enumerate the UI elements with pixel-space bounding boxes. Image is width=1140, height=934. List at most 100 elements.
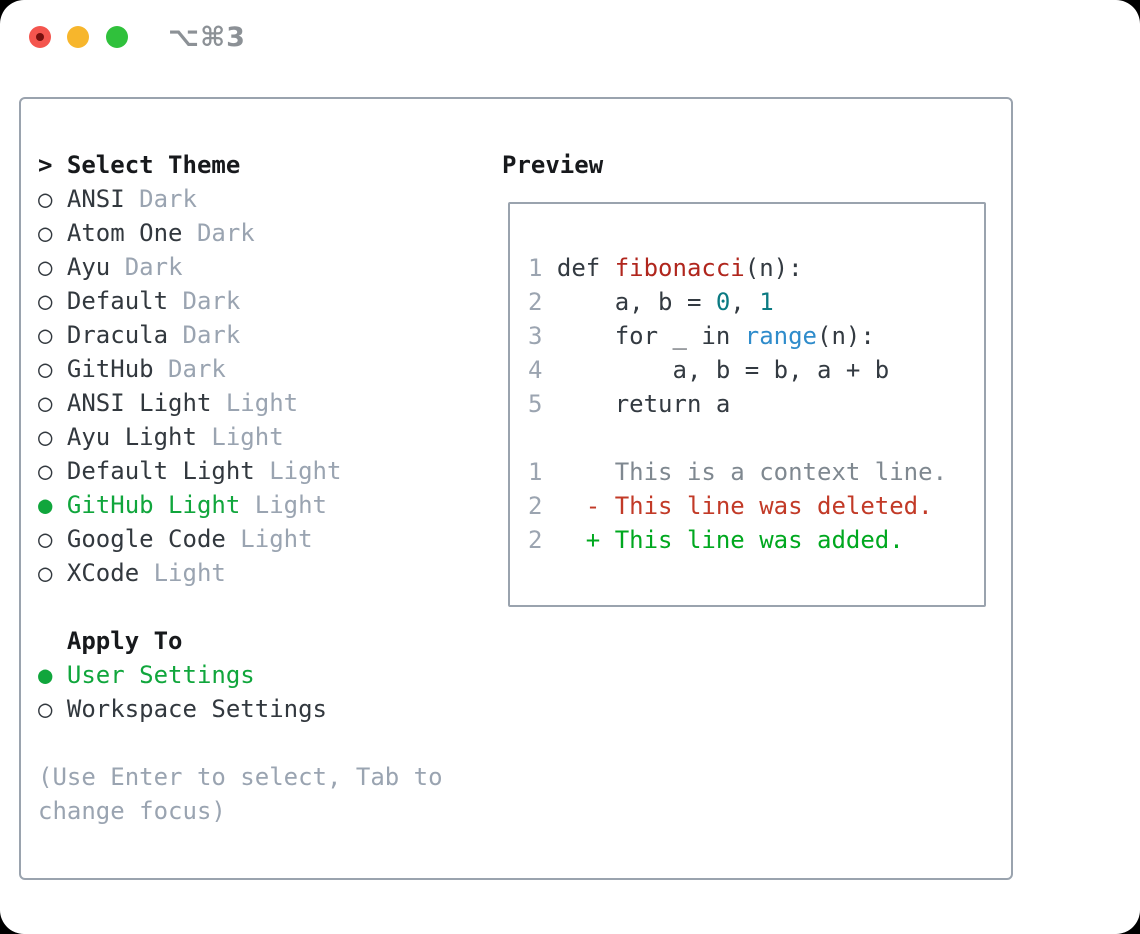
theme-list-item[interactable]: ○ Default Light Light: [38, 454, 443, 488]
code-segment-deleted: - This line was deleted.: [542, 492, 933, 520]
theme-list-item[interactable]: ○ Ayu Light Light: [38, 420, 443, 454]
theme-list-item[interactable]: ○ Default Dark: [38, 284, 443, 318]
theme-list: ○ ANSI Dark○ Atom One Dark○ Ayu Dark○ De…: [38, 182, 443, 590]
theme-variant-label: Light: [211, 389, 299, 417]
radio-circle-icon: ●: [38, 491, 67, 519]
theme-name: Google Code: [66, 525, 226, 553]
code-segment-plain: return a: [542, 390, 731, 418]
radio-circle-icon: ○: [38, 287, 67, 315]
theme-list-item[interactable]: ○ ANSI Light Light: [38, 386, 443, 420]
code-segment-plain: a, b =: [542, 288, 716, 316]
spacer: [38, 590, 443, 624]
theme-list-item[interactable]: ● GitHub Light Light: [38, 488, 443, 522]
hint-text: (Use Enter to select, Tab to change focu…: [38, 760, 443, 828]
line-number: 5: [528, 390, 543, 418]
theme-variant-label: Light: [254, 457, 342, 485]
theme-name: Ayu Light: [66, 423, 197, 451]
theme-variant-label: Light: [139, 559, 226, 587]
apply-option[interactable]: ○ Workspace Settings: [38, 692, 443, 726]
theme-list-item[interactable]: ○ Ayu Dark: [38, 250, 443, 284]
hint-line-2: change focus): [38, 797, 226, 825]
theme-list-item[interactable]: ○ XCode Light: [38, 556, 443, 590]
preview-header: Preview: [502, 151, 604, 179]
theme-variant-label: Dark: [153, 355, 226, 383]
code-segment-plain: a, b = b, a + b: [542, 356, 890, 384]
theme-variant-label: Dark: [168, 321, 241, 349]
preview-line: 2 a, b = 0, 1: [528, 285, 984, 319]
theme-list-item[interactable]: ○ Google Code Light: [38, 522, 443, 556]
code-segment-plain: def: [542, 254, 615, 282]
zoom-button[interactable]: [106, 26, 128, 48]
code-segment-number: 1: [759, 288, 774, 316]
select-theme-label: Select Theme: [66, 151, 241, 179]
code-segment-function: fibonacci: [614, 254, 745, 282]
theme-variant-label: Light: [225, 525, 313, 553]
window-title: ⌥⌘3: [168, 22, 246, 53]
preview-line: 2 - This line was deleted.: [528, 489, 984, 523]
radio-circle-icon: ○: [38, 321, 67, 349]
line-number: 1: [528, 254, 543, 282]
theme-variant-label: Dark: [110, 253, 183, 281]
radio-circle-icon: ●: [38, 661, 67, 689]
radio-circle-icon: ○: [38, 457, 67, 485]
radio-circle-icon: ○: [38, 185, 67, 213]
radio-circle-icon: ○: [38, 219, 67, 247]
theme-name: GitHub Light: [66, 491, 241, 519]
code-segment-plain: ,: [730, 288, 760, 316]
radio-circle-icon: ○: [38, 525, 67, 553]
radio-circle-icon: ○: [38, 355, 67, 383]
radio-circle-icon: ○: [38, 389, 67, 417]
line-number: 2: [528, 288, 543, 316]
code-segment-plain: for _ in: [542, 322, 745, 350]
radio-circle-icon: ○: [38, 559, 67, 587]
apply-options: ● User Settings○ Workspace Settings: [38, 658, 443, 726]
select-theme-header: > Select Theme: [38, 148, 443, 182]
theme-list-item[interactable]: ○ ANSI Dark: [38, 182, 443, 216]
code-segment-plain: (n):: [744, 254, 803, 282]
code-segment-plain: (n):: [817, 322, 875, 350]
theme-list-item[interactable]: ○ GitHub Dark: [38, 352, 443, 386]
theme-name: GitHub: [66, 355, 154, 383]
radio-circle-icon: ○: [38, 423, 67, 451]
line-number: 2: [528, 526, 543, 554]
theme-list-item[interactable]: ○ Atom One Dark: [38, 216, 443, 250]
preview-line: 1 def fibonacci(n):: [528, 251, 984, 285]
line-number: 4: [528, 356, 543, 384]
theme-variant-label: Dark: [182, 219, 255, 247]
code-segment-context: This is a context line.: [542, 458, 948, 486]
theme-name: Dracula: [66, 321, 169, 349]
preview-line: 5 return a: [528, 387, 984, 421]
theme-picker: > Select Theme ○ ANSI Dark○ Atom One Dar…: [38, 148, 443, 828]
theme-list-item[interactable]: ○ Dracula Dark: [38, 318, 443, 352]
theme-variant-label: Dark: [124, 185, 197, 213]
theme-name: Atom One: [66, 219, 183, 247]
minimize-button[interactable]: [67, 26, 89, 48]
theme-name: Ayu: [66, 253, 111, 281]
apply-option-label: User Settings: [66, 661, 255, 689]
apply-to-header: Apply To: [66, 627, 183, 655]
code-segment-number: 0: [715, 288, 731, 316]
theme-variant-label: Light: [196, 423, 284, 451]
theme-name: XCode: [66, 559, 140, 587]
theme-name: Default Light: [66, 457, 255, 485]
apply-option-label: Workspace Settings: [66, 695, 327, 723]
code-segment-builtin: range: [744, 322, 817, 350]
line-number: 2: [528, 492, 543, 520]
line-number: 1: [528, 458, 543, 486]
diff-preview: 1 This is a context line. 2 - This line w…: [528, 455, 984, 557]
theme-variant-label: Light: [240, 491, 327, 519]
theme-variant-label: Dark: [168, 287, 241, 315]
titlebar: ⌥⌘3: [0, 0, 1140, 74]
main-panel: [19, 97, 1013, 880]
close-button[interactable]: [29, 26, 51, 48]
radio-circle-icon: ○: [38, 695, 67, 723]
preview-line: 4 a, b = b, a + b: [528, 353, 984, 387]
theme-name: ANSI: [66, 185, 125, 213]
radio-circle-icon: ○: [38, 253, 67, 281]
apply-option[interactable]: ● User Settings: [38, 658, 443, 692]
hint-line-1: (Use Enter to select, Tab to: [38, 763, 443, 791]
preview-line: 2 + This line was added.: [528, 523, 984, 557]
preview-line: 3 for _ in range(n):: [528, 319, 984, 353]
